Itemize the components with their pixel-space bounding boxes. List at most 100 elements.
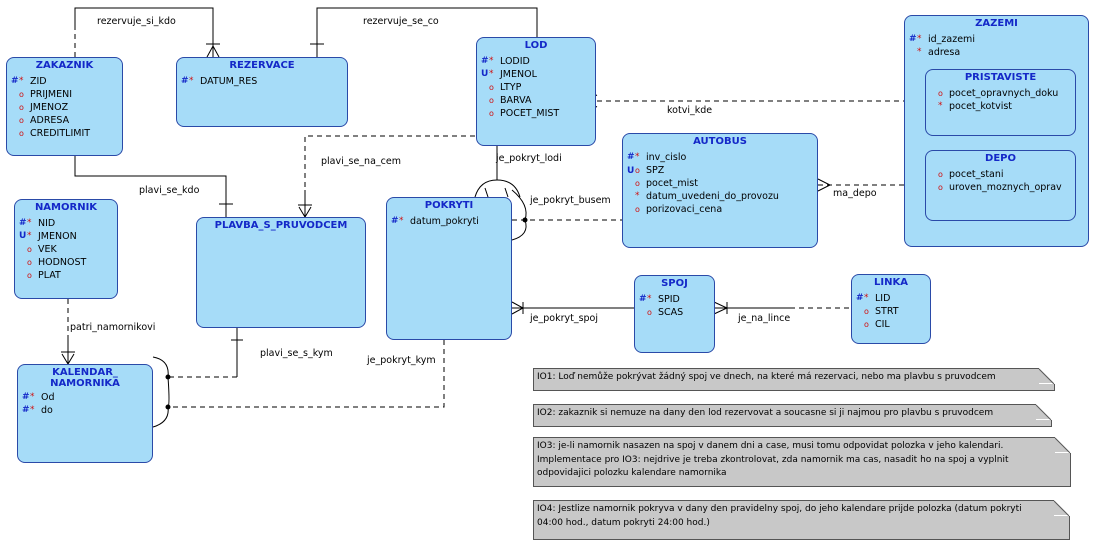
- attribute-row: *pocet_kotvist: [930, 100, 1058, 113]
- attribute-row: o pocet_opravnych_doku: [930, 87, 1058, 100]
- entity-title: LOD: [524, 40, 548, 51]
- attribute-name: uroven_moznych_oprav: [949, 182, 1062, 193]
- attribute-list: #*DATUM_RES: [181, 75, 257, 88]
- attribute-name: SPZ: [646, 165, 665, 176]
- attribute-name: porizovaci_cena: [646, 204, 723, 215]
- attribute-name: ZID: [30, 76, 47, 87]
- attribute-marker: o: [489, 95, 494, 105]
- attribute-marker: #*: [627, 152, 640, 162]
- entity-plavba-s-pruvodcem[interactable]: PLAVBA_S_PRUVODCEM: [196, 217, 366, 328]
- entity-title: LINKA: [874, 277, 908, 288]
- attribute-marker: o: [864, 306, 869, 316]
- attribute-name: POCET_MIST: [500, 108, 560, 119]
- attribute-name: pocet_opravnych_doku: [949, 88, 1059, 99]
- attribute-marker: U*: [19, 231, 32, 241]
- attribute-row: #*id_zazemi: [909, 33, 975, 46]
- attribute-marker: o: [938, 169, 943, 179]
- attribute-name: NID: [38, 218, 56, 229]
- note-text: IO2: zakaznik si nemuze na dany den lod …: [537, 408, 994, 418]
- attribute-row: * adresa: [909, 46, 975, 59]
- attribute-marker: o: [27, 270, 32, 280]
- entity-rezervace[interactable]: REZERVACE #*DATUM_RES: [176, 57, 348, 127]
- note-io2: IO2: zakaznik si nemuze na dany den lod …: [533, 404, 1052, 427]
- rel-label-plavi-se-s-kym: plavi_se_s_kym: [260, 348, 333, 359]
- attribute-name: BARVA: [500, 95, 532, 106]
- entity-title: REZERVACE: [229, 60, 295, 71]
- attribute-marker: o: [19, 102, 24, 112]
- attribute-row: #*ZID: [11, 75, 90, 88]
- entity-kalendar-namornika[interactable]: KALENDAR_ NAMORNIKA #* Od #* do: [17, 364, 153, 463]
- attribute-name: do: [41, 405, 53, 416]
- attribute-name: LID: [875, 293, 891, 304]
- entity-zazemi[interactable]: ZAZEMI #*id_zazemi * adresa PRISTAVISTE o…: [904, 15, 1089, 247]
- rel-label-plavi-se-na-cem: plavi_se_na_cem: [321, 156, 401, 167]
- attribute-marker: o: [864, 319, 869, 329]
- attribute-marker: #*: [391, 216, 404, 226]
- attribute-name: ADRESA: [30, 115, 70, 126]
- attribute-list: o pocet_opravnych_doku *pocet_kotvist: [930, 87, 1058, 113]
- attribute-list: #*id_zazemi * adresa: [909, 33, 975, 59]
- attribute-marker: o: [19, 128, 24, 138]
- attribute-marker: Uo: [627, 165, 640, 176]
- rel-label-rezervuje-se-co: rezervuje_se_co: [363, 16, 439, 27]
- attribute-name: VEK: [38, 244, 57, 255]
- attribute-marker: #*: [19, 218, 32, 228]
- attribute-row: #* NID: [19, 217, 86, 230]
- attribute-name: JMENON: [38, 231, 77, 242]
- attribute-name: PRIJMENI: [30, 89, 73, 100]
- attribute-row: Uo SPZ: [627, 164, 779, 177]
- entity-title: PRISTAVISTE: [964, 72, 1037, 83]
- attribute-marker: *: [917, 47, 922, 57]
- rel-label-plavi-se-kdo: plavi_se_kdo: [139, 185, 200, 196]
- attribute-marker: o: [938, 88, 943, 98]
- attribute-row: U*JMENOL: [481, 68, 559, 81]
- subtype-pristaviste[interactable]: PRISTAVISTE o pocet_opravnych_doku *pocet…: [925, 69, 1076, 136]
- attribute-name: datum_pokryti: [410, 216, 479, 227]
- attribute-marker: o: [27, 244, 32, 254]
- entity-title: ZAZEMI: [975, 18, 1018, 29]
- attribute-marker: #*: [22, 392, 35, 402]
- entity-title: DEPO: [985, 153, 1016, 164]
- attribute-marker: #*: [639, 294, 652, 304]
- note-text: IO3: je-li namornik nasazen na spoj v da…: [537, 441, 1009, 478]
- attribute-marker: o: [647, 307, 652, 317]
- note-io3: IO3: je-li namornik nasazen na spoj v da…: [533, 437, 1071, 487]
- attribute-name: adresa: [928, 47, 961, 58]
- attribute-marker: o: [635, 178, 640, 188]
- attribute-row: o POCET_MIST: [481, 107, 559, 120]
- note-io1: IO1: Loď nemůže pokrývat žádný spoj ve d…: [533, 368, 1055, 391]
- attribute-marker: o: [19, 115, 24, 125]
- attribute-row: #*LID: [856, 292, 899, 305]
- attribute-marker: #*: [22, 405, 35, 415]
- attribute-marker: *: [938, 101, 943, 111]
- attribute-name: SCAS: [658, 307, 684, 318]
- rel-label-je-pokryt-lodi: je_pokryt_lodi: [496, 153, 562, 164]
- entity-title: ZAKAZNIK: [35, 60, 94, 71]
- attribute-marker: o: [489, 108, 494, 118]
- entity-title: SPOJ: [661, 278, 688, 289]
- attribute-row: o SCAS: [639, 306, 683, 319]
- attribute-name: Od: [41, 392, 55, 403]
- attribute-name: id_zazemi: [928, 34, 975, 45]
- entity-pokryti[interactable]: POKRYTI #*datum_pokryti: [386, 197, 512, 340]
- entity-title: KALENDAR_ NAMORNIKA: [50, 367, 120, 389]
- entity-title: PLAVBA_S_PRUVODCEM: [214, 220, 348, 231]
- attribute-row: #*LODID: [481, 55, 559, 68]
